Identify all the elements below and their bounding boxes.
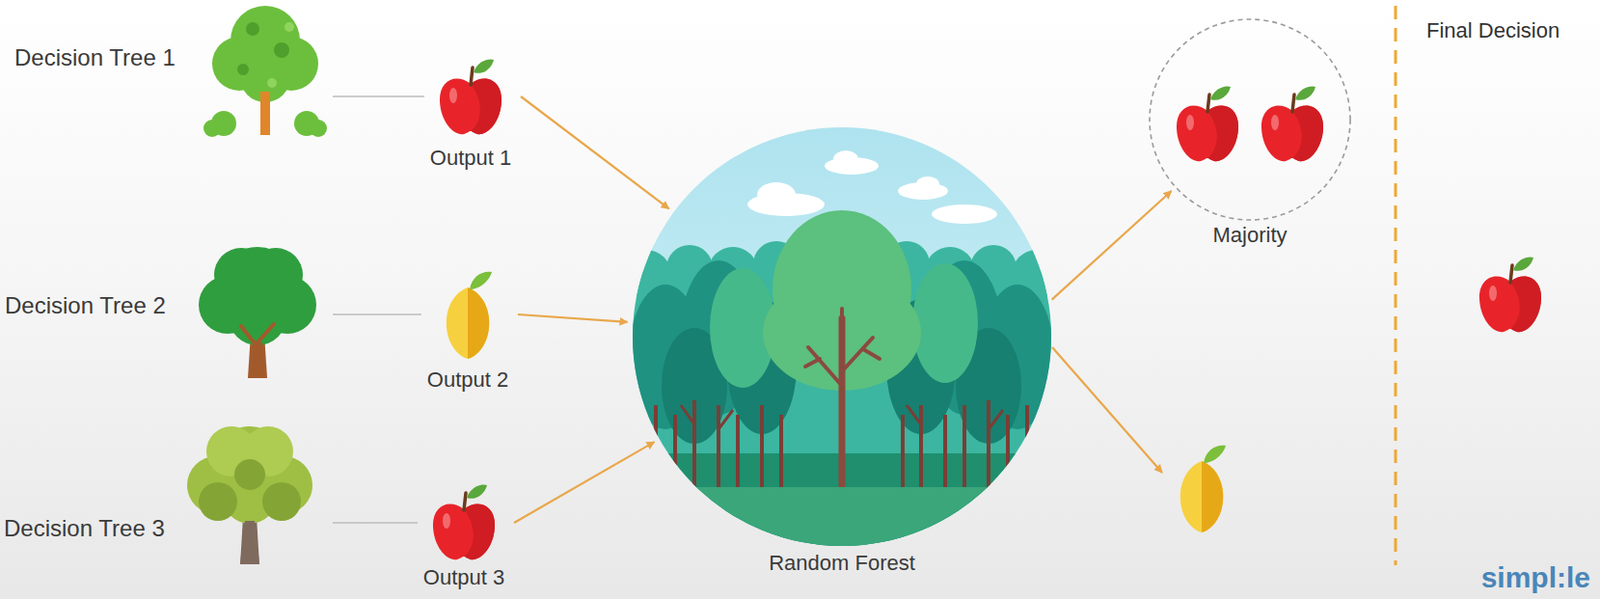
decision-tree: Decision Tree 3	[0, 424, 333, 570]
connector-arrow	[514, 441, 655, 523]
decision-tree-label: Decision Tree 3	[3, 515, 165, 542]
tree-icon	[203, 5, 327, 137]
tree-icon	[187, 426, 313, 565]
connector-arrow	[520, 96, 670, 209]
decision-tree: Decision Tree 2	[0, 245, 333, 381]
tree-output-label: Output 2	[427, 368, 509, 392]
apple-icon	[1176, 85, 1239, 162]
connector-line	[332, 521, 418, 524]
random-forest: Random Forest	[632, 127, 1052, 581]
apple-icon	[1261, 85, 1324, 162]
apple-icon	[433, 484, 495, 560]
forest-illustration	[621, 125, 1062, 565]
tree-output: Output 1	[424, 50, 517, 176]
majority-group: Majority	[1147, 17, 1353, 254]
dashed-circle	[1147, 17, 1353, 222]
lemon-icon	[1180, 445, 1226, 533]
connector-arrow	[1052, 347, 1163, 473]
tree-output: Output 3	[417, 472, 511, 594]
divider-line	[1394, 5, 1398, 566]
tree-icon	[198, 246, 317, 379]
decision-tree-label: Decision Tree 2	[4, 293, 166, 319]
lemon-icon	[446, 271, 492, 359]
apple-icon	[439, 58, 502, 135]
connector-line	[332, 313, 422, 316]
tree-output-label: Output 1	[430, 146, 512, 170]
apple-icon	[1479, 256, 1542, 332]
majority-group-label: Majority	[1212, 223, 1287, 247]
decision-tree-label: Decision Tree 1	[14, 45, 176, 71]
connector-arrow	[517, 314, 628, 323]
tree-output: Output 2	[421, 262, 515, 398]
column-heading: Final Decision	[1426, 19, 1560, 43]
tree-output-label: Output 3	[423, 566, 505, 590]
watermark: simpl:le	[1481, 561, 1591, 594]
connector-arrow	[1052, 190, 1172, 300]
dashed-circle	[1149, 19, 1351, 220]
decision-tree: Decision Tree 1	[7, 0, 333, 140]
random-forest-label: Random Forest	[768, 551, 916, 575]
connector-line	[332, 95, 425, 98]
